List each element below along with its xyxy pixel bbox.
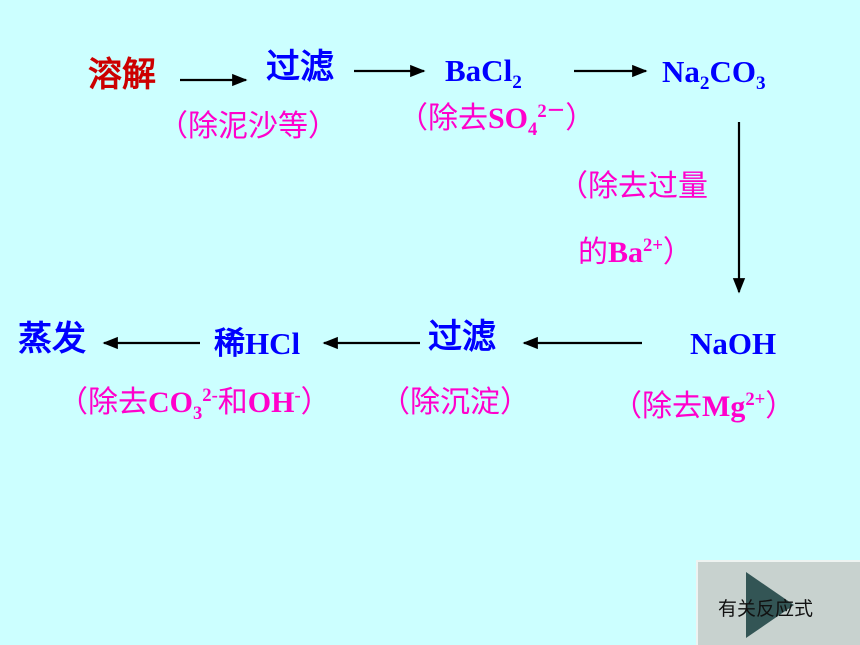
play-triangle-icon [746,572,794,638]
step-filter-1: 过滤 [266,47,334,87]
note-dilute-hcl: （除去CO32-和OH-） [58,385,331,424]
note-bacl2: （除去SO42－） [398,101,596,140]
note-filter-2: （除沉淀） [380,385,530,420]
related-equations-label: 有关反应式 [718,598,814,620]
note-na2co3-line2: 的Ba2+） [578,235,693,270]
reagent-na2co3: Na2CO3 [662,54,766,95]
note-filter-1: （除泥沙等） [158,109,338,144]
related-equations-button[interactable]: 有关反应式 [696,560,860,645]
step-filter-2: 过滤 [428,317,496,357]
reagent-naoh: NaOH [690,326,777,361]
step-dissolve: 溶解 [88,55,156,95]
note-naoh: （除去Mg2+） [612,389,796,424]
reagent-dilute-hcl: 稀HCl [214,326,301,361]
note-na2co3-line1: （除去过量 [558,169,708,204]
step-evaporate: 蒸发 [18,319,86,359]
reagent-bacl2: BaCl2 [445,53,522,94]
